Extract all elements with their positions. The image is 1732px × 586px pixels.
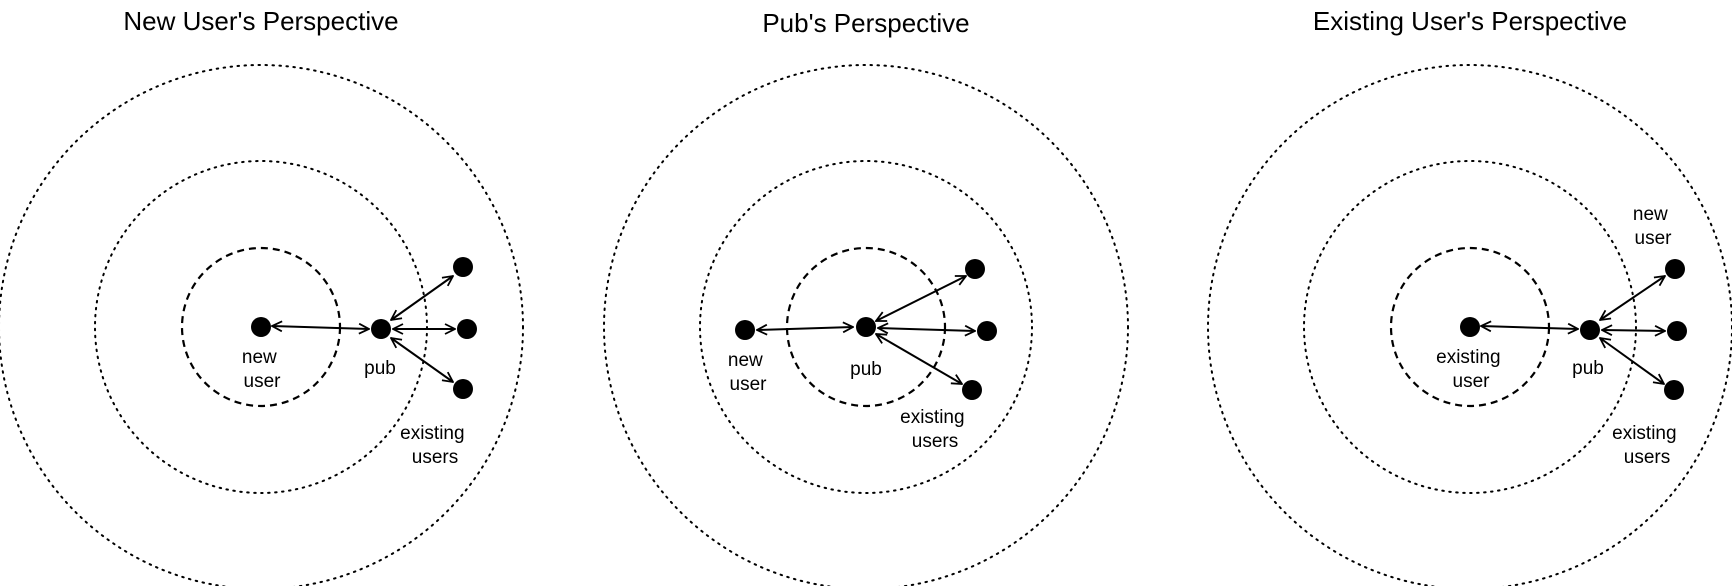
node-existing-user	[453, 379, 473, 399]
node-new-user	[735, 320, 755, 340]
node-pub	[856, 317, 876, 337]
label-existing-user: existing user	[1436, 347, 1506, 392]
node-existing-user	[453, 257, 473, 277]
label-existing-users: existing users	[1612, 423, 1682, 468]
label-existing-users: existing users	[400, 423, 470, 468]
edge-pub-existing-1	[876, 276, 966, 321]
edge-existing-user-pub	[1481, 326, 1578, 329]
panel-title: Existing User's Perspective	[1313, 6, 1627, 36]
node-pub	[371, 319, 391, 339]
label-pub: pub	[364, 358, 396, 379]
label-existing-users: existing users	[900, 407, 970, 452]
middle-ring	[699, 160, 1033, 494]
outer-ring	[1207, 64, 1732, 586]
panel-title: New User's Perspective	[123, 6, 398, 36]
edge-pub-existing-3	[876, 334, 962, 384]
node-existing-user	[1664, 380, 1684, 400]
node-existing-user	[962, 380, 982, 400]
edge-pub-existing-2	[1602, 330, 1665, 331]
edge-new-user-pub	[757, 327, 853, 330]
node-existing-user	[965, 259, 985, 279]
edge-pub-existing-3	[391, 338, 453, 382]
outer-ring	[0, 64, 524, 586]
edge-new-user-pub	[272, 326, 369, 329]
panel-pub-perspective: Pub's Perspective new user pub existing …	[603, 8, 1129, 586]
node-existing-user	[1667, 321, 1687, 341]
node-pub	[1580, 320, 1600, 340]
edge-pub-new-user	[1600, 276, 1665, 320]
label-new-user: new user	[728, 350, 768, 395]
label-pub: pub	[850, 359, 882, 380]
node-existing-user-center	[1460, 317, 1480, 337]
edge-pub-existing-1	[391, 276, 453, 320]
label-new-user: new user	[1633, 204, 1673, 249]
node-existing-user	[977, 321, 997, 341]
panel-title: Pub's Perspective	[762, 8, 969, 38]
edge-pub-existing-2	[878, 328, 975, 331]
label-new-user: new user	[242, 347, 282, 392]
edge-pub-existing-3	[1600, 338, 1664, 384]
panel-new-user-perspective: New User's Perspective new user pub exis…	[0, 6, 524, 586]
node-existing-user	[457, 319, 477, 339]
panel-existing-user-perspective: Existing User's Perspective existing use…	[1207, 6, 1732, 586]
outer-ring	[603, 64, 1129, 586]
label-pub: pub	[1572, 358, 1604, 379]
node-new-user	[1665, 259, 1685, 279]
node-new-user	[251, 317, 271, 337]
